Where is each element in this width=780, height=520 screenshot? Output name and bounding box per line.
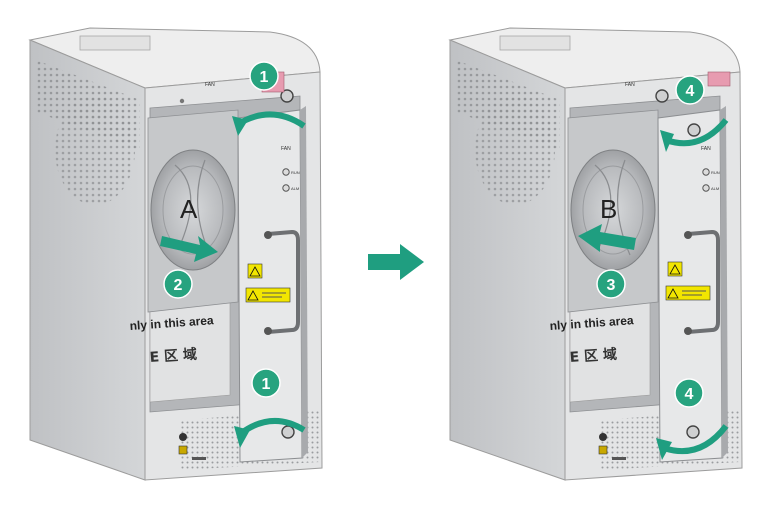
screw-hole	[179, 98, 185, 104]
rotate-arrowhead-bottom	[234, 426, 250, 448]
led-label-run: RUN	[711, 170, 720, 175]
led-alm	[282, 184, 290, 192]
captive-screw-mid	[687, 123, 701, 137]
led-alm	[702, 184, 710, 192]
slot-label: FAN	[205, 82, 215, 88]
fan-tray-panel: FAN RUN ALM	[237, 71, 308, 463]
handle-screw-top	[684, 231, 692, 239]
svg-text:3: 3	[607, 277, 616, 294]
rotate-arrowhead-top	[660, 130, 674, 152]
step-badge: 3	[596, 269, 626, 299]
captive-screw-top	[655, 89, 669, 103]
side-vent-fan	[475, 95, 555, 205]
top-handle	[79, 35, 151, 51]
rotate-arrow-top	[665, 118, 729, 147]
ground-screw	[179, 433, 187, 441]
led-run	[702, 168, 710, 176]
side-vent-fan	[55, 95, 135, 205]
fan-tray-panel: FAN RUN ALM	[655, 71, 731, 463]
step-badge: 4	[674, 378, 704, 408]
area-text-cjk: E 区 域	[569, 346, 617, 366]
area-text: nly in this area	[549, 313, 634, 333]
rotate-arrowhead-bottom	[656, 438, 672, 460]
arrow-right-icon	[368, 244, 424, 280]
handle-screw-bottom	[264, 327, 272, 335]
captive-screw-bottom	[281, 425, 295, 439]
right-unit: FAN nly in this area E 区 域 B FAN RUN ALM	[448, 27, 743, 481]
left-unit: FAN nly in this area E 区 域 A FAN RUN ALM	[28, 27, 323, 481]
captive-screw-bottom	[686, 425, 700, 439]
handle-screw-bottom	[684, 327, 692, 335]
slot-label: FAN	[625, 82, 635, 88]
area-text-cjk: E 区 域	[149, 346, 197, 366]
handle-screw-top	[264, 231, 272, 239]
port-slot	[612, 457, 626, 460]
led-run	[282, 168, 290, 176]
esd-warning-icon	[247, 263, 263, 279]
svg-text:2: 2	[174, 277, 183, 294]
step-badge: 1	[251, 368, 281, 398]
ground-label	[178, 445, 188, 455]
fan-label: B	[600, 194, 617, 224]
port-slot	[192, 457, 206, 460]
release-tab	[707, 71, 731, 87]
led-label-run: RUN	[291, 170, 300, 175]
rotate-arrowhead-top	[232, 116, 248, 136]
step-badge: 2	[163, 269, 193, 299]
captive-screw-top	[280, 89, 294, 103]
fan-module-a: A	[147, 109, 239, 313]
step-badge: 1	[249, 61, 279, 91]
rotate-arrow-bottom	[663, 424, 729, 455]
area-text: nly in this area	[129, 313, 214, 333]
step-badge: 4	[675, 75, 705, 105]
svg-text:1: 1	[262, 376, 271, 393]
top-handle	[499, 35, 571, 51]
led-label-alm: ALM	[291, 186, 299, 191]
fan-tray-handle	[687, 229, 720, 334]
fan-label: A	[180, 194, 198, 224]
pull-out-arrow	[160, 236, 218, 262]
panel-label: FAN	[701, 146, 711, 152]
ground-label	[598, 445, 608, 455]
push-in-arrow	[578, 224, 636, 252]
panel-label: FAN	[281, 146, 291, 152]
fan-tray-handle	[267, 229, 300, 334]
led-label-alm: ALM	[711, 186, 719, 191]
esd-warning-icon	[667, 261, 683, 277]
svg-text:1: 1	[260, 69, 269, 86]
svg-text:4: 4	[685, 386, 694, 403]
ground-screw	[599, 433, 607, 441]
svg-text:4: 4	[686, 83, 695, 100]
